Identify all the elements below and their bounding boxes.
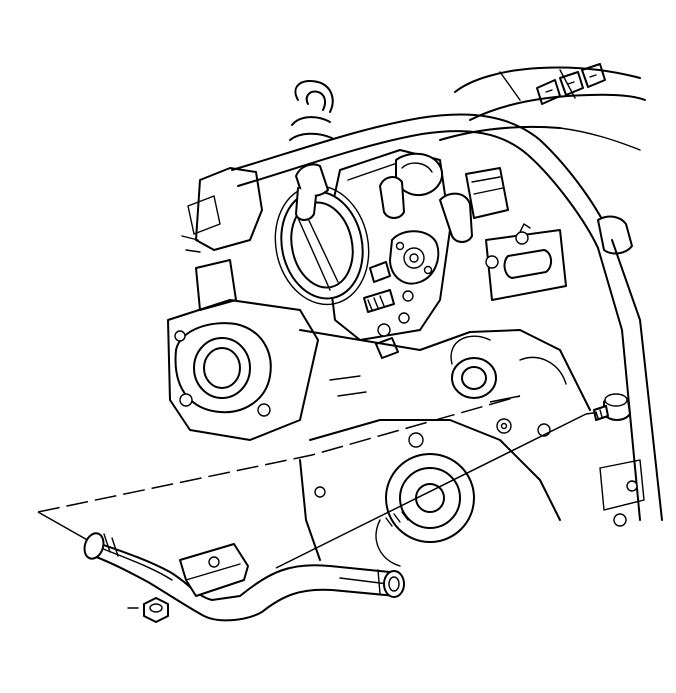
- throttle-body: [324, 149, 451, 341]
- throttle-hoses: [295, 163, 509, 243]
- throttle-bracket: [485, 223, 567, 301]
- nut: [127, 597, 169, 623]
- throttle-position-sensor: [389, 230, 440, 285]
- breather-hose: [289, 80, 334, 141]
- leader-lines: [37, 395, 601, 569]
- engine-block: [167, 299, 591, 561]
- thermostat-housing: [174, 322, 272, 417]
- lower-intake: [181, 167, 263, 311]
- block-bolts: [314, 418, 645, 527]
- manifold-lettering: [536, 63, 606, 105]
- upper-intake-manifold: [439, 66, 646, 151]
- coolant-port: [450, 335, 497, 399]
- upper-tube: [231, 113, 663, 521]
- coolant-bypass-pipe: [83, 532, 405, 622]
- bolt: [593, 393, 631, 421]
- pipe-mounting-tab: [179, 543, 249, 597]
- crank-pulley: [375, 453, 475, 567]
